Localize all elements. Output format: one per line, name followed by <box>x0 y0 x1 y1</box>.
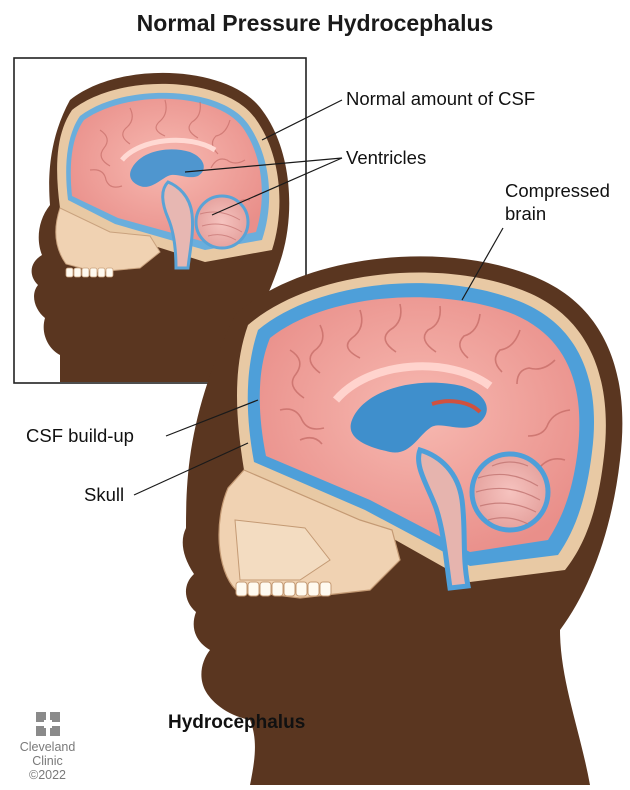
normal-cerebellum <box>196 196 248 248</box>
cleveland-clinic-logo-icon <box>36 712 60 736</box>
label-ventricles: Ventricles <box>346 147 426 169</box>
label-normal-csf: Normal amount of CSF <box>346 88 535 110</box>
diagram-title: Normal Pressure Hydrocephalus <box>0 10 630 37</box>
logo-copyright: ©2022 <box>10 768 85 782</box>
hydrocephalus-head <box>183 256 623 785</box>
logo-line2: Clinic <box>10 754 85 768</box>
label-skull: Skull <box>84 484 124 506</box>
label-compressed-brain-2: brain <box>505 203 546 225</box>
label-compressed-brain-1: Compressed <box>505 180 610 202</box>
cleveland-clinic-logo: Cleveland Clinic ©2022 <box>10 712 85 782</box>
label-csf-buildup: CSF build-up <box>26 425 134 447</box>
caption-hydrocephalus: Hydrocephalus <box>168 712 305 734</box>
logo-line1: Cleveland <box>10 740 85 754</box>
